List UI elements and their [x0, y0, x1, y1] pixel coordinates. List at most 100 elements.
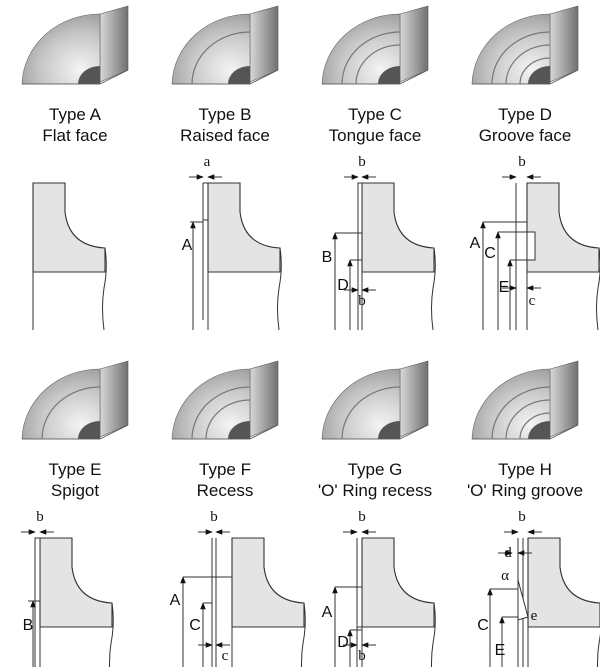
flange-3d-view — [171, 360, 279, 440]
face-ring — [191, 386, 251, 440]
flange-face-disc — [171, 368, 251, 440]
dimension-label: α — [501, 568, 509, 584]
dimension-label: A — [470, 235, 481, 252]
type-title: Type E — [49, 460, 102, 479]
dimension-label: B — [23, 617, 34, 634]
dimension-label: b — [358, 509, 366, 525]
flange-hub-block — [99, 5, 129, 83]
face-ring — [491, 386, 551, 440]
dimension-label: D — [337, 277, 349, 294]
flange-face-disc — [321, 13, 401, 85]
flange-type-a: Type A Flat face — [21, 5, 129, 331]
tongue — [357, 182, 363, 234]
face-ring — [41, 386, 101, 440]
flange-3d-view — [21, 360, 129, 440]
flange-section-body — [527, 537, 600, 628]
dimension-label: C — [477, 617, 489, 634]
face-name: 'O' Ring groove — [467, 481, 583, 500]
dimension-label: e — [531, 608, 538, 624]
flange-face-disc — [21, 368, 101, 440]
dimension-label: E — [495, 642, 506, 659]
o-ring-groove — [517, 579, 529, 621]
face-ring — [355, 44, 401, 85]
flange-hub-block — [549, 5, 579, 83]
break-line — [431, 247, 436, 331]
face-name: Flat face — [42, 126, 107, 145]
break-line — [301, 602, 306, 667]
dimension-label: C — [189, 617, 201, 634]
bore-shadow — [78, 66, 100, 84]
flange-hub-block — [99, 360, 129, 438]
flange-section-body — [361, 537, 435, 628]
break-line — [596, 247, 600, 331]
flange-hub-block — [249, 360, 279, 438]
dimension-label: D — [337, 634, 349, 651]
flange-section-body — [361, 182, 435, 273]
face-name: Raised face — [180, 126, 270, 145]
dimension-label: A — [170, 592, 181, 609]
flange-hub-block — [399, 360, 429, 438]
flange-section-body — [231, 537, 305, 628]
cross-section: bB — [21, 509, 114, 667]
face-ring — [205, 399, 251, 440]
face-name: Spigot — [51, 481, 99, 500]
dimension-label: b — [36, 509, 44, 525]
flange-type-b: Type B Raised face aA — [171, 5, 282, 331]
o-ring-recess — [356, 586, 363, 628]
flange-section-body — [32, 182, 106, 273]
break-line — [109, 602, 114, 667]
dimension-label: c — [529, 293, 536, 309]
dimension-label: b — [210, 509, 218, 525]
type-title: Type H — [498, 460, 552, 479]
dimension-label: b — [358, 293, 366, 309]
flange-face-disc — [171, 13, 251, 85]
face-ring — [491, 31, 551, 85]
bore-shadow — [228, 66, 250, 84]
bore-shadow — [78, 421, 100, 439]
face-name: Recess — [197, 481, 254, 500]
cross-section: aA — [182, 154, 282, 331]
flange-3d-view — [471, 5, 579, 85]
flange-section-body — [526, 182, 600, 273]
flange-3d-view — [321, 5, 429, 85]
type-title: Type A — [49, 105, 102, 124]
type-title: Type C — [348, 105, 402, 124]
dimension-label: C — [484, 245, 496, 262]
flange-face-disc — [21, 13, 101, 85]
flange-hub-block — [249, 5, 279, 83]
bore-shadow — [528, 421, 550, 439]
face-name: Groove face — [479, 126, 572, 145]
break-line — [431, 602, 436, 667]
dimension-label: A — [322, 604, 333, 621]
bore-shadow — [528, 66, 550, 84]
type-title: Type G — [348, 460, 403, 479]
break-line — [277, 247, 282, 331]
break-line — [102, 247, 107, 331]
face-ring — [191, 31, 251, 85]
flange-3d-view — [471, 360, 579, 440]
face-ring — [505, 399, 551, 440]
type-title: Type B — [199, 105, 252, 124]
dimension-label: d — [504, 545, 512, 561]
dimension-label: B — [322, 249, 333, 266]
flange-3d-view — [21, 5, 129, 85]
dimension-label: c — [222, 648, 229, 664]
flange-face-disc — [471, 13, 551, 85]
cross-section — [32, 182, 107, 331]
type-title: Type F — [199, 460, 251, 479]
face-ring — [519, 412, 551, 440]
face-ring — [519, 57, 551, 85]
break-line — [597, 603, 600, 667]
dimension-label: a — [204, 154, 211, 170]
